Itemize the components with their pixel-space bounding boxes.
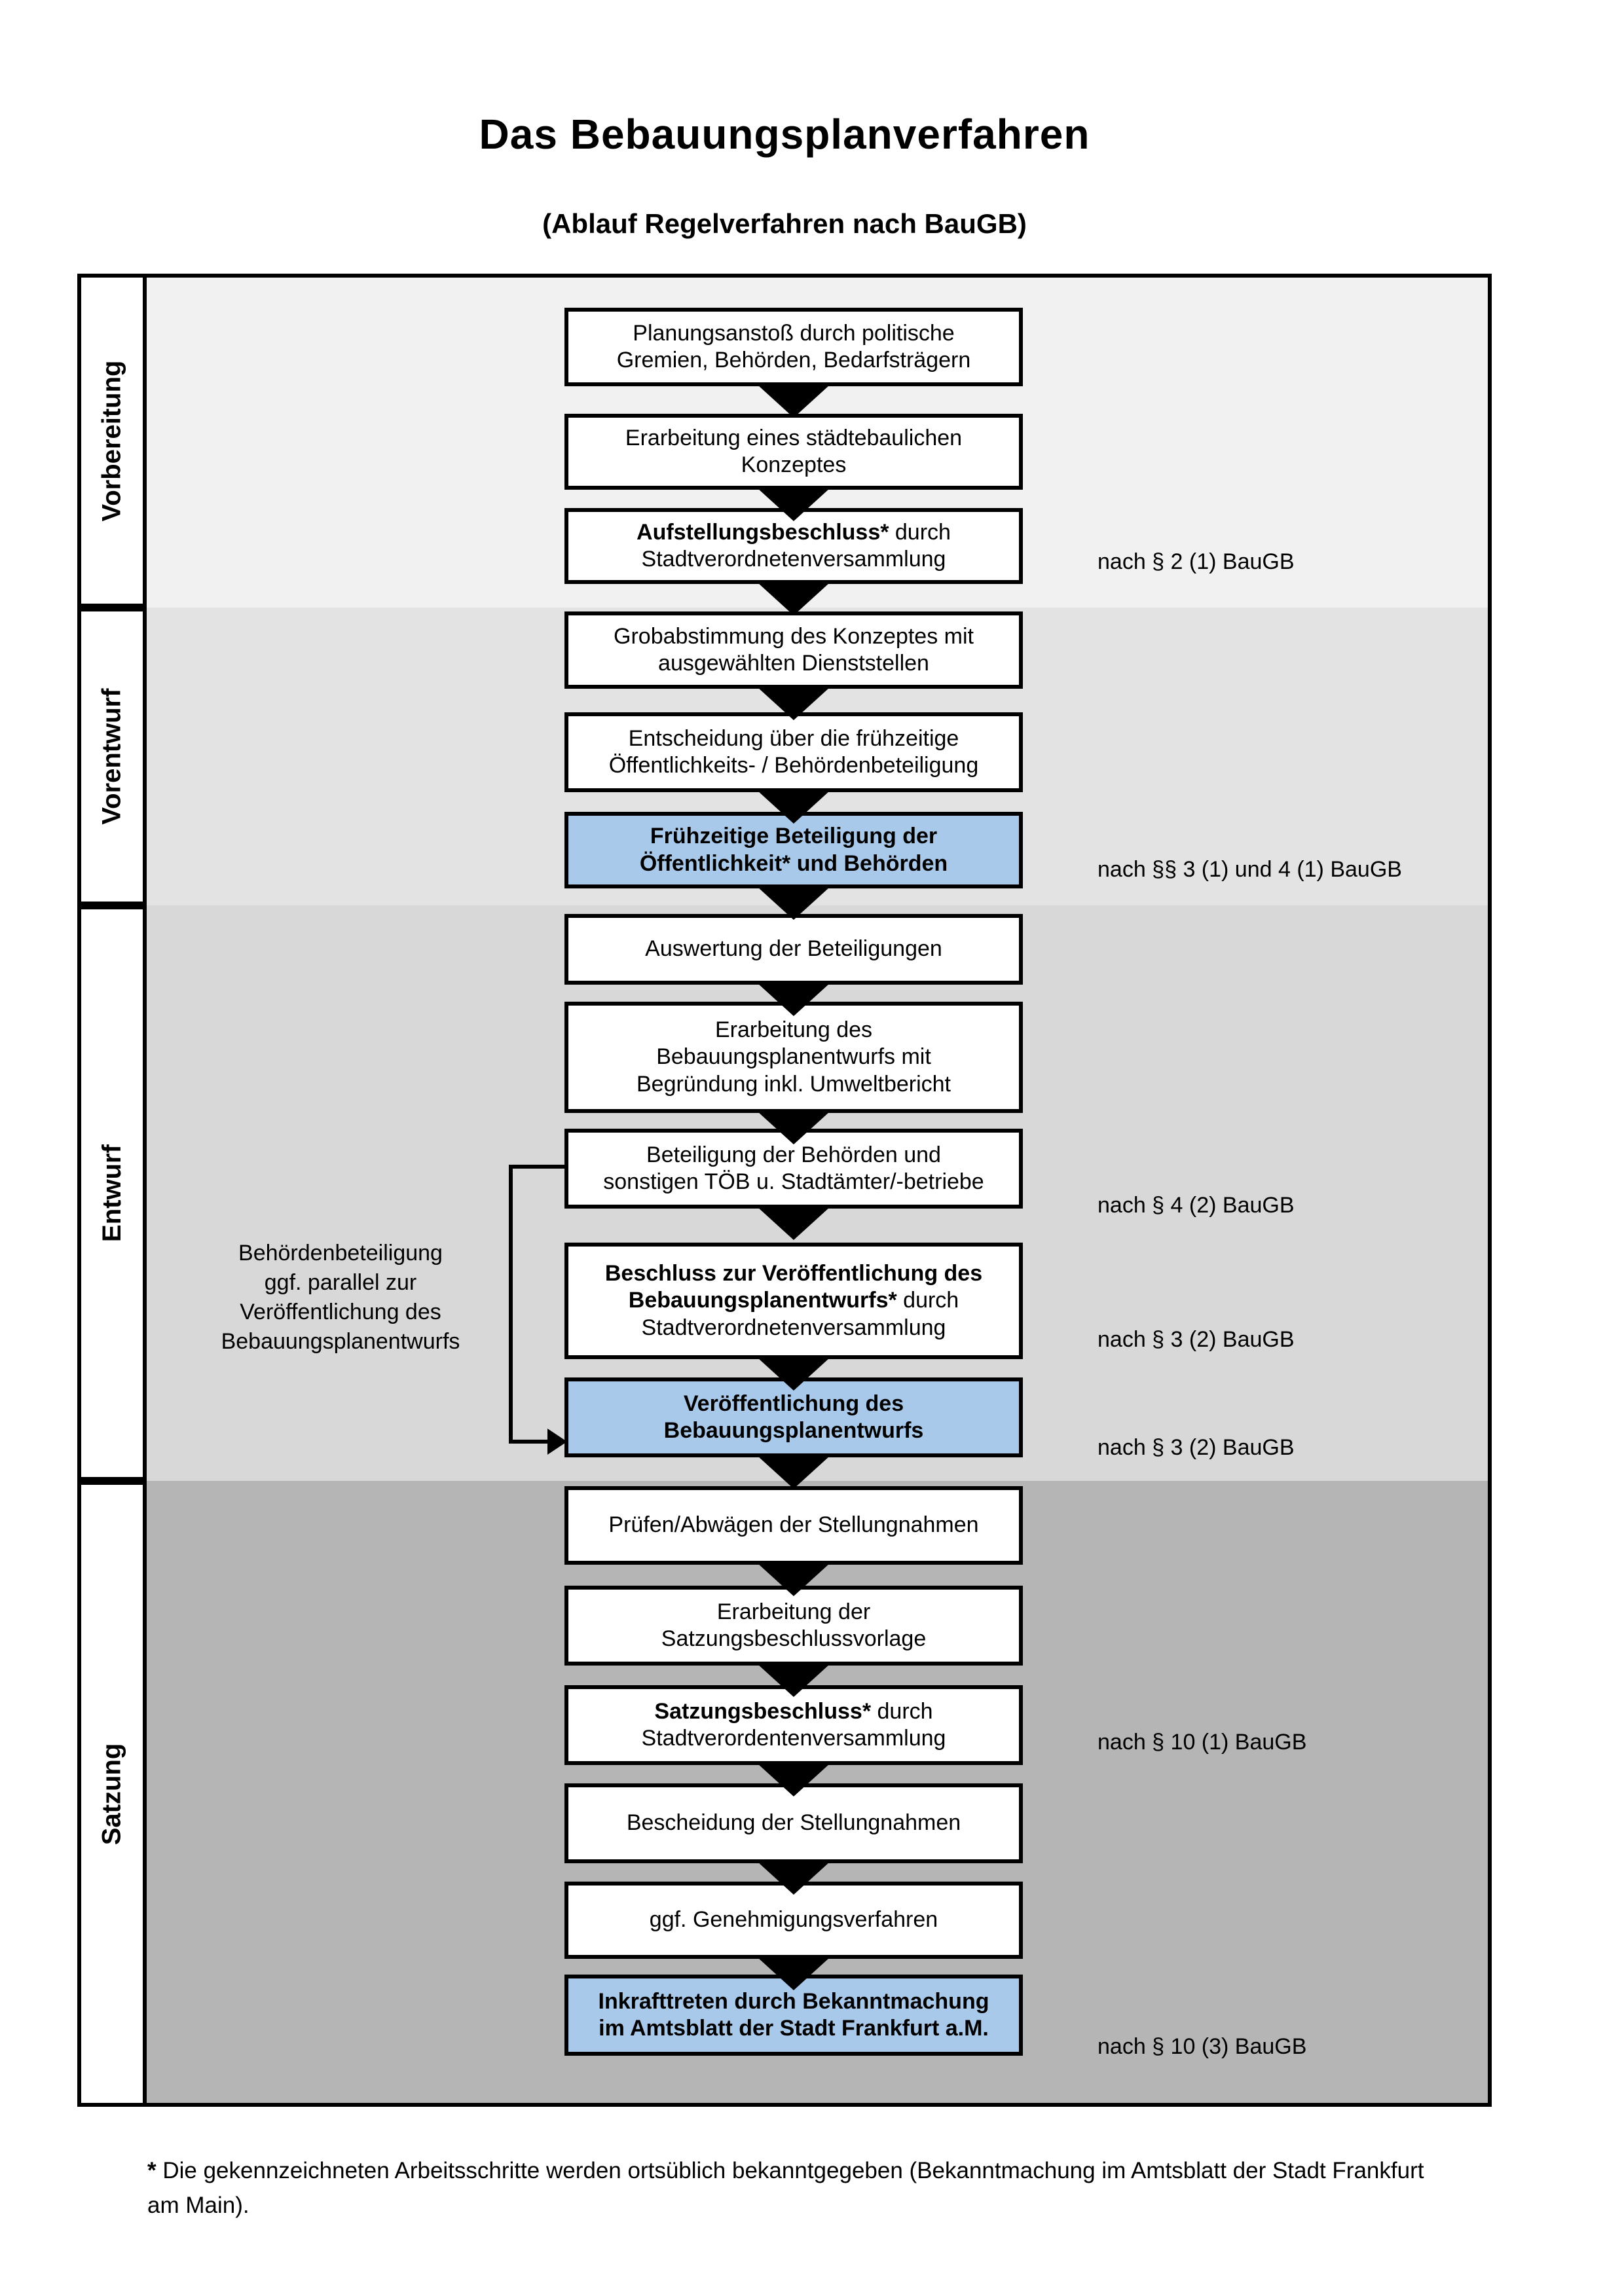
phase-label-vorbereitung: Vorbereitung [97, 360, 126, 521]
flow-arrow-down-icon [758, 1664, 830, 1697]
step-text-bold: Frühzeitige Beteiligung der Öffentlichke… [639, 824, 948, 876]
footnote-text: Die gekennzeichneten Arbeitsschritte wer… [147, 2158, 1424, 2218]
step-text: Erarbeitung der Satzungsbeschlussvorlage [661, 1599, 927, 1651]
flow-arrow-down-icon [758, 1207, 830, 1240]
flow-arrow-down-icon [758, 1112, 830, 1144]
step-box-satzungsbeschluss: Satzungsbeschluss* durch Stadtverordente… [564, 1685, 1023, 1765]
step-text: Auswertung der Beteiligungen [645, 936, 942, 962]
footnote: * Die gekennzeichneten Arbeitsschritte w… [147, 2154, 1457, 2223]
step-box-auswertung: Auswertung der Beteiligungen [564, 914, 1023, 985]
step-box-entscheidung-beteiligung: Entscheidung über die frühzeitige Öffent… [564, 712, 1023, 792]
step-box-fruehzeitige-beteiligung: Frühzeitige Beteiligung der Öffentlichke… [564, 812, 1023, 888]
flow-arrow-down-icon [758, 1862, 830, 1895]
step-text: durch Bekanntmachung im Amtsblatt der St… [599, 1988, 989, 2041]
step-text-bold: Satzungsbeschluss* [654, 1698, 872, 1724]
flow-arrow-down-icon [758, 983, 830, 1016]
phase-cell-vorentwurf: Vorentwurf [77, 608, 147, 905]
phase-cell-entwurf: Entwurf [77, 905, 147, 1481]
step-box-veroeffentlichungsbeschluss: Beschluss zur Veröffentlichung des Bebau… [564, 1243, 1023, 1359]
legal-note-behoerdenbeteiligung: nach § 4 (2) BauGB [1098, 1193, 1295, 1218]
step-box-pruefen-abwaegen: Prüfen/Abwägen der Stellungnahmen [564, 1486, 1023, 1565]
page-title: Das Bebauungsplanverfahren [479, 111, 1090, 158]
page-subtitle: (Ablauf Regelverfahren nach BauGB) [542, 208, 1027, 239]
flow-arrow-down-icon [758, 1764, 830, 1796]
step-text: durch Stadtverordentenversammlung [641, 1698, 946, 1751]
step-text: Grobabstimmung des Konzeptes mit ausgewä… [614, 623, 974, 676]
step-text-bold: Beschluss zur Veröffentlichung des Bebau… [604, 1260, 983, 1313]
step-text: Bescheidung der Stellungnahmen [626, 1810, 961, 1836]
step-text: Erarbeitung eines städtebaulichen Konzep… [625, 425, 963, 477]
flow-arrow-down-icon [758, 1958, 830, 1990]
elbow-connector-top-segment [509, 1165, 564, 1169]
phase-label-satzung: Satzung [97, 1743, 126, 1845]
flow-arrow-down-icon [758, 687, 830, 720]
flow-arrow-down-icon [758, 385, 830, 418]
flow-arrow-down-icon [758, 1358, 830, 1391]
legal-note-fruehzeitige-beteiligung: nach §§ 3 (1) und 4 (1) BauGB [1098, 857, 1402, 882]
legal-note-inkrafttreten: nach § 10 (3) BauGB [1098, 2034, 1307, 2059]
footnote-asterisk: * [147, 2158, 157, 2183]
step-box-konzept-erarbeitung: Erarbeitung eines städtebaulichen Konzep… [564, 414, 1023, 490]
legal-note-veroeffentlichungsbeschluss: nach § 3 (2) BauGB [1098, 1327, 1295, 1352]
step-text: ggf. Genehmigungsverfahren [649, 1907, 938, 1933]
step-text: durch Stadtverordnetenversammlung [641, 1288, 959, 1340]
step-box-behoerdenbeteiligung: Beteiligung der Behörden und sonstigen T… [564, 1129, 1023, 1209]
elbow-connector-vertical-segment [509, 1165, 513, 1444]
flow-arrow-down-icon [758, 1563, 830, 1596]
step-text: Planungsanstoß durch politische Gremien,… [616, 320, 971, 373]
flow-arrow-down-icon [758, 1456, 830, 1489]
parallel-procedure-annotation: Behördenbeteiligung ggf. parallel zur Ve… [221, 1241, 460, 1354]
flow-arrow-down-icon [758, 791, 830, 824]
phase-label-entwurf: Entwurf [97, 1144, 126, 1242]
flow-arrow-down-icon [758, 488, 830, 521]
legal-note-satzungsbeschluss: nach § 10 (1) BauGB [1098, 1730, 1307, 1755]
legal-note-veroeffentlichung: nach § 3 (2) BauGB [1098, 1435, 1295, 1460]
elbow-connector-arrowhead-icon [547, 1429, 567, 1455]
flow-arrow-down-icon [758, 583, 830, 615]
step-text-bold: Inkrafttreten [598, 1988, 728, 2014]
step-text: Erarbeitung des Bebauungsplanentwurfs mi… [636, 1017, 951, 1097]
step-text-bold: Aufstellungsbeschluss* [637, 519, 889, 545]
step-text: Beteiligung der Behörden und sonstigen T… [603, 1142, 984, 1194]
step-box-grobabstimmung: Grobabstimmung des Konzeptes mit ausgewä… [564, 611, 1023, 689]
phase-cell-satzung: Satzung [77, 1481, 147, 2107]
flow-arrow-down-icon [758, 887, 830, 920]
step-box-satzungsbeschlussvorlage: Erarbeitung der Satzungsbeschlussvorlage [564, 1586, 1023, 1666]
phase-cell-vorbereitung: Vorbereitung [77, 274, 147, 608]
legal-note-aufstellungsbeschluss: nach § 2 (1) BauGB [1098, 549, 1295, 574]
step-text: Prüfen/Abwägen der Stellungnahmen [608, 1512, 979, 1538]
step-text: Entscheidung über die frühzeitige Öffent… [608, 725, 979, 778]
step-box-planungsanstoss: Planungsanstoß durch politische Gremien,… [564, 308, 1023, 386]
elbow-connector-bottom-segment [509, 1440, 549, 1444]
step-text: durch Stadtverordnetenversammlung [641, 519, 951, 572]
step-box-entwurf-erarbeitung: Erarbeitung des Bebauungsplanentwurfs mi… [564, 1002, 1023, 1113]
phase-label-vorentwurf: Vorentwurf [97, 688, 126, 825]
step-text-bold: Veröffentlichung des Bebauungsplanentwur… [663, 1391, 924, 1443]
